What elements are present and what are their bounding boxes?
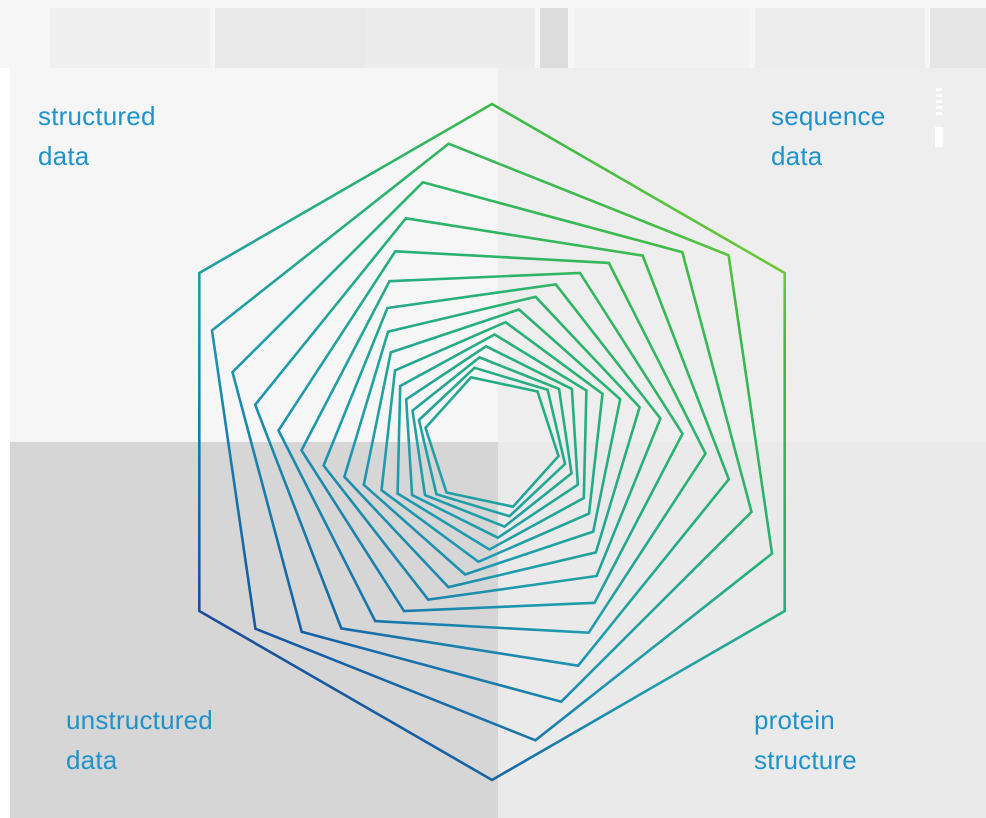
- hexagon-ring: [231, 180, 753, 704]
- label-sequence-data-line1: sequence: [771, 101, 886, 131]
- scroll-thumb[interactable]: [935, 127, 943, 147]
- quadrant-protein-structure: [498, 442, 986, 818]
- strip-tile: [540, 8, 568, 68]
- top-strip: [0, 0, 986, 68]
- strip-tile: [930, 8, 986, 68]
- hexagon-ring: [277, 249, 707, 635]
- hexagon-ring: [198, 102, 787, 782]
- label-sequence-data: sequence data: [771, 96, 885, 176]
- hexagon-ring: [342, 295, 642, 589]
- label-unstructured-data-line1: unstructured: [66, 705, 213, 735]
- scroll-tick: [936, 94, 942, 97]
- strip-tile: [365, 8, 535, 68]
- hexagon-ring: [396, 332, 588, 552]
- hexagon-ring: [404, 344, 580, 540]
- hexagon-ring: [300, 271, 684, 613]
- strip-tile: [575, 8, 750, 68]
- label-structured-data: structured data: [38, 96, 156, 176]
- strip-tile: [755, 8, 925, 68]
- label-unstructured-data: unstructured data: [66, 700, 213, 780]
- hexagon-ring: [380, 320, 604, 564]
- label-protein-structure: protein structure: [754, 700, 857, 780]
- strip-tile: [50, 8, 210, 68]
- label-structured-data-line2: data: [38, 141, 90, 171]
- label-protein-structure-line1: protein: [754, 705, 835, 735]
- label-sequence-data-line2: data: [771, 141, 823, 171]
- hexagon-rings: [198, 102, 787, 782]
- quadrant-structured-data: [10, 68, 498, 442]
- scroll-tick: [936, 112, 942, 115]
- quadrant-sequence-data: [498, 68, 986, 442]
- hexagon-ring: [417, 366, 567, 518]
- hexagon-ring: [411, 355, 573, 529]
- scroll-tick: [936, 100, 942, 103]
- hexagon-ring: [424, 375, 560, 509]
- hexagon-ring: [253, 216, 731, 668]
- hexagon-ring: [362, 308, 622, 576]
- scroll-tick: [936, 106, 942, 109]
- label-protein-structure-line2: structure: [754, 745, 857, 775]
- hexagon-ring: [210, 142, 774, 742]
- label-structured-data-line1: structured: [38, 101, 156, 131]
- strip-tile: [215, 8, 365, 68]
- hexagon-ring: [322, 283, 662, 601]
- scroll-indicator-icon[interactable]: [935, 88, 943, 164]
- scroll-tick: [936, 88, 942, 91]
- label-unstructured-data-line2: data: [66, 745, 118, 775]
